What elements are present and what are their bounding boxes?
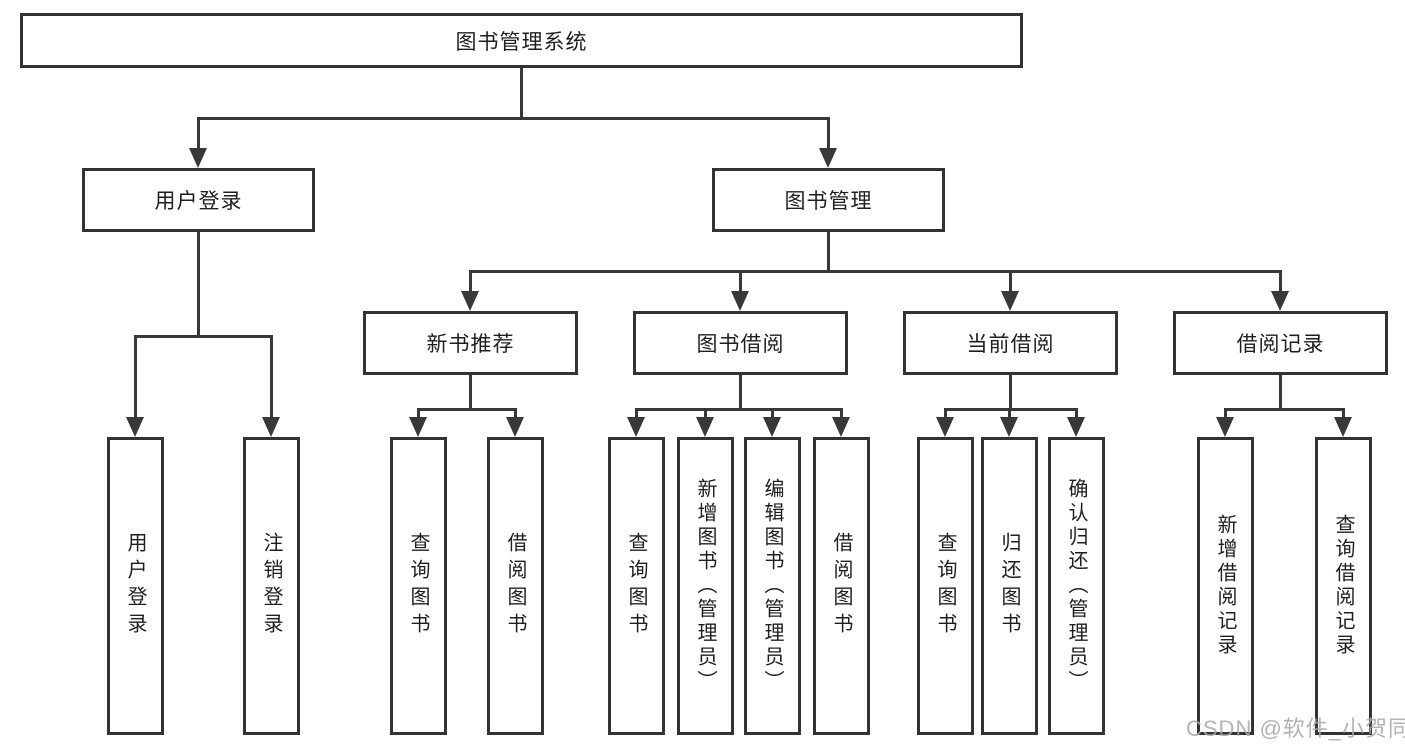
node-new-book-recommend: 新书推荐 — [363, 311, 578, 375]
arrowhead-br-add — [1216, 417, 1234, 437]
arrowhead-leaf-logout — [262, 417, 280, 437]
node-borrow-records: 借阅记录 — [1173, 311, 1388, 375]
leaf-cb-return-books: 归还图书 — [981, 437, 1038, 735]
connector-to-br-add — [1224, 408, 1227, 420]
leaf-cb-return-books-label: 归还图书 — [998, 532, 1020, 640]
arrowhead-bb-edit — [763, 417, 781, 437]
leaf-bb-borrow-books: 借阅图书 — [813, 437, 870, 735]
leaf-bb-add-books-admin: 新增图书（管理员） — [677, 437, 734, 735]
leaf-cb-confirm-return-admin: 确认归还（管理员） — [1048, 437, 1105, 735]
connector-to-leaf-logout — [270, 335, 273, 419]
arrowhead-nb-borrow — [506, 417, 524, 437]
connector-root-split — [198, 117, 830, 120]
connector-to-bb-add — [704, 408, 707, 420]
arrowhead-leaf-user-login — [126, 417, 144, 437]
node-book-borrow: 图书借阅 — [633, 311, 848, 375]
arrowhead-nb-query — [409, 417, 427, 437]
leaf-user-login-label: 用户登录 — [124, 532, 146, 640]
connector-borrow-records-stem — [1279, 375, 1282, 411]
leaf-br-query-record-label: 查询借阅记录 — [1332, 514, 1354, 658]
node-root: 图书管理系统 — [20, 13, 1023, 68]
arrowhead-bb-add — [696, 417, 714, 437]
leaf-nb-borrow-books: 借阅图书 — [487, 437, 544, 735]
connector-user-login-stem — [197, 232, 200, 338]
connector-to-br-query — [1342, 408, 1345, 420]
arrowhead-bb-borrow — [832, 417, 850, 437]
leaf-bb-edit-books-admin-label: 编辑图书（管理员） — [761, 478, 783, 694]
connector-to-book-management — [827, 117, 830, 150]
connector-to-bb-borrow — [840, 408, 843, 420]
connector-to-current-borrow — [1009, 270, 1012, 293]
connector-to-book-borrow — [739, 270, 742, 293]
connector-current-borrow-split — [944, 408, 1078, 411]
connector-borrow-records-split — [1224, 408, 1345, 411]
leaf-bb-query-books: 查询图书 — [608, 437, 665, 735]
connector-to-cb-return — [1008, 408, 1011, 420]
leaf-bb-edit-books-admin: 编辑图书（管理员） — [744, 437, 801, 735]
connector-to-new-book-recommend — [469, 270, 472, 293]
leaf-bb-add-books-admin-label: 新增图书（管理员） — [694, 478, 716, 694]
connector-to-nb-borrow — [514, 408, 517, 420]
arrowhead-new-book-recommend — [461, 291, 479, 311]
arrowhead-br-query — [1334, 417, 1352, 437]
leaf-br-add-record-label: 新增借阅记录 — [1214, 514, 1236, 658]
leaf-logout: 注销登录 — [243, 437, 300, 735]
connector-to-bb-query — [635, 408, 638, 420]
connector-user-login-split — [134, 335, 273, 338]
connector-to-nb-query — [417, 408, 420, 420]
connector-to-user-login — [197, 117, 200, 150]
leaf-nb-query-books: 查询图书 — [390, 437, 447, 735]
leaf-cb-confirm-return-admin-label: 确认归还（管理员） — [1065, 478, 1087, 694]
connector-to-cb-confirm — [1075, 408, 1078, 420]
arrowhead-book-management — [819, 148, 837, 168]
leaf-nb-borrow-books-label: 借阅图书 — [504, 532, 526, 640]
leaf-nb-query-books-label: 查询图书 — [407, 532, 429, 640]
node-book-management: 图书管理 — [712, 168, 945, 232]
connector-new-book-split — [417, 408, 517, 411]
connector-book-management-split — [469, 270, 1282, 273]
leaf-cb-query-books-label: 查询图书 — [934, 532, 956, 640]
arrowhead-cb-query — [936, 417, 954, 437]
arrowhead-current-borrow — [1001, 291, 1019, 311]
leaf-bb-borrow-books-label: 借阅图书 — [830, 532, 852, 640]
node-user-login: 用户登录 — [82, 168, 315, 232]
connector-book-management-stem — [827, 232, 830, 270]
arrowhead-borrow-records — [1271, 291, 1289, 311]
leaf-user-login: 用户登录 — [107, 437, 164, 735]
leaf-bb-query-books-label: 查询图书 — [625, 532, 647, 640]
connector-book-borrow-stem — [739, 375, 742, 411]
connector-to-leaf-user-login — [134, 335, 137, 419]
leaf-br-query-record: 查询借阅记录 — [1315, 437, 1372, 735]
arrowhead-book-borrow — [731, 291, 749, 311]
leaf-br-add-record: 新增借阅记录 — [1197, 437, 1254, 735]
leaf-cb-query-books: 查询图书 — [917, 437, 974, 735]
connector-new-book-stem — [469, 375, 472, 411]
csdn-watermark: CSDN @软件_小贺同学 — [1186, 716, 1405, 741]
connector-to-borrow-records — [1279, 270, 1282, 293]
arrowhead-cb-return — [1000, 417, 1018, 437]
arrowhead-bb-query — [627, 417, 645, 437]
connector-to-bb-edit — [771, 408, 774, 420]
node-current-borrow: 当前借阅 — [903, 311, 1118, 375]
connector-to-cb-query — [944, 408, 947, 420]
connector-book-borrow-split — [635, 408, 843, 411]
connector-current-borrow-stem — [1009, 375, 1012, 411]
arrowhead-cb-confirm — [1067, 417, 1085, 437]
arrowhead-user-login — [189, 148, 207, 168]
leaf-logout-label: 注销登录 — [260, 532, 282, 640]
connector-root-stem — [520, 68, 523, 117]
